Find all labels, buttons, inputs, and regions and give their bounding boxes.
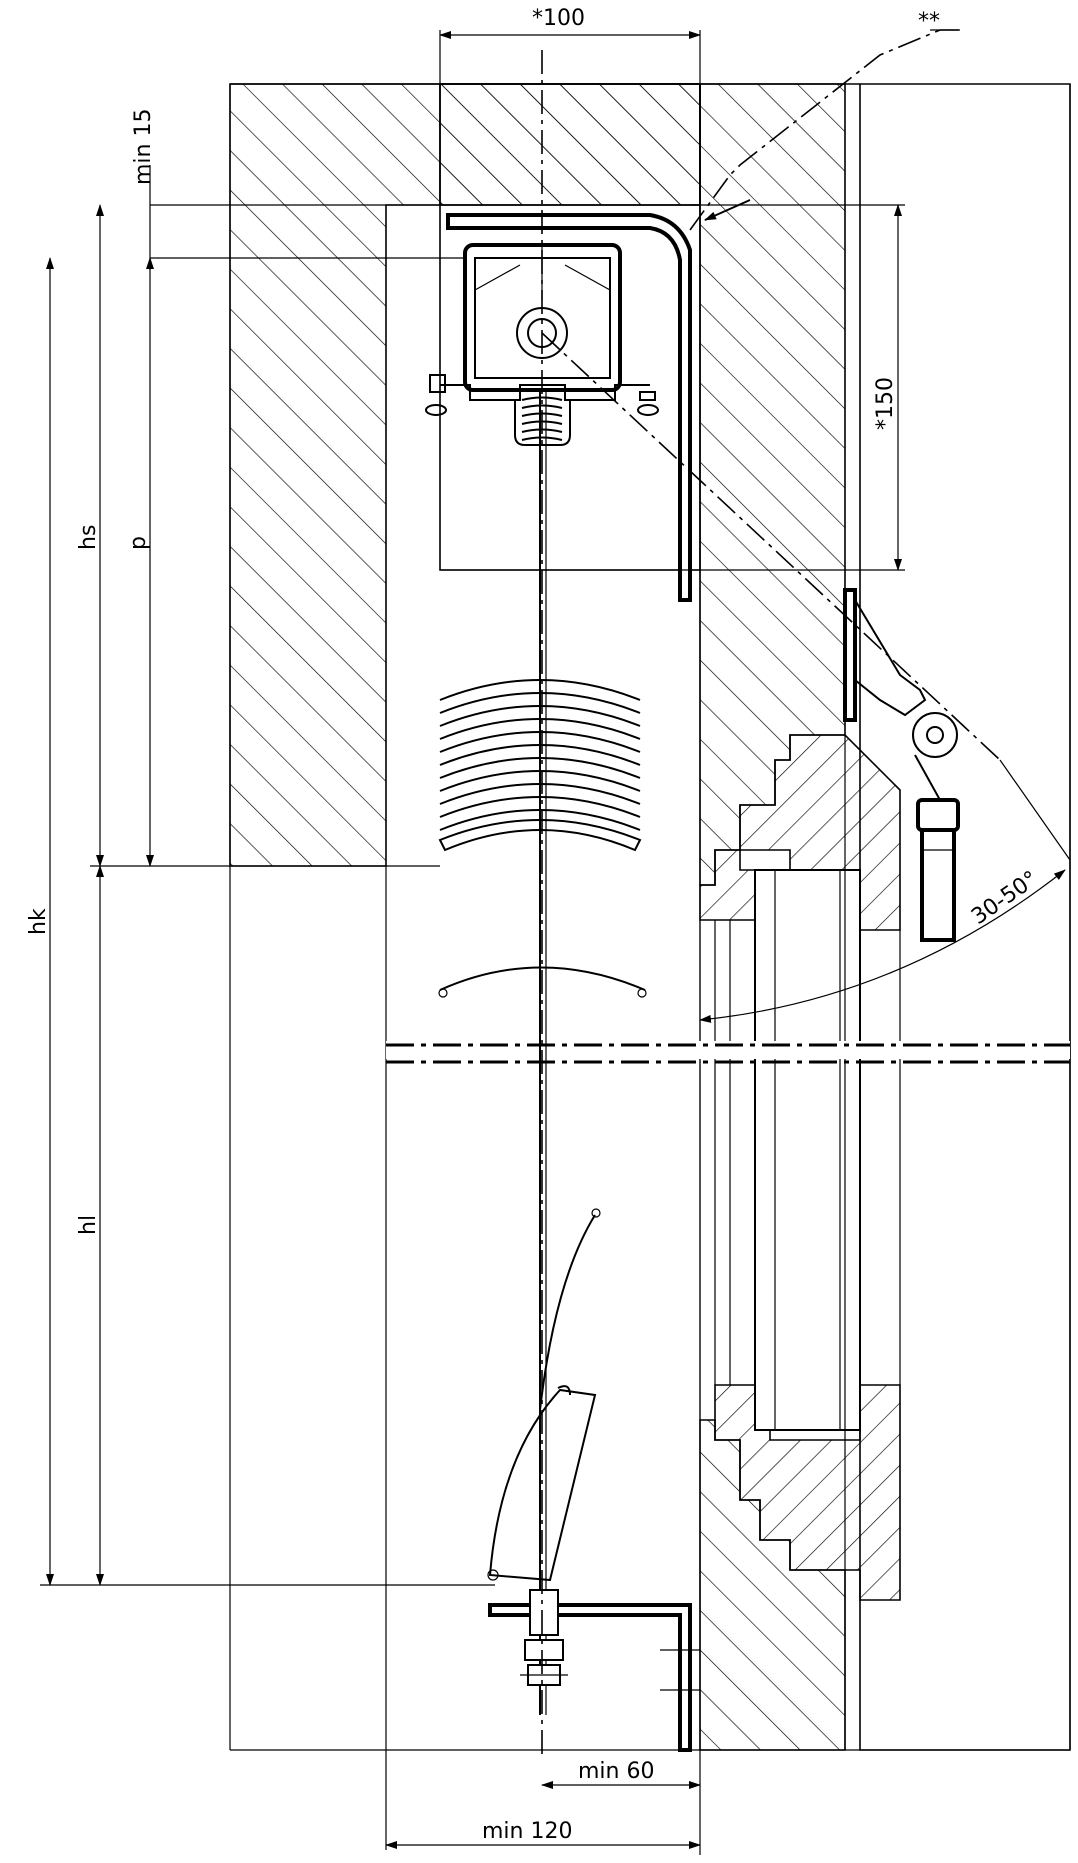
note-marker: ** bbox=[918, 9, 940, 34]
dim-box-height: *150 bbox=[873, 377, 898, 430]
dimension-lines bbox=[40, 29, 1071, 1855]
dim-top-clearance: min 15 bbox=[131, 109, 156, 185]
cover-profile bbox=[446, 213, 692, 602]
window-sash bbox=[699, 869, 901, 1431]
lintel-left-wall bbox=[229, 83, 1071, 1751]
window-frame-lower bbox=[699, 1384, 901, 1751]
dim-min-120: min 120 bbox=[482, 1819, 572, 1844]
tilted-slats bbox=[487, 1208, 601, 1582]
dim-min-60: min 60 bbox=[578, 1759, 654, 1784]
single-slat bbox=[438, 966, 647, 998]
dim-angle: 30-50° bbox=[967, 866, 1043, 929]
dim-hl: hl bbox=[76, 1215, 101, 1235]
bottom-bracket bbox=[488, 1589, 700, 1752]
break-line bbox=[386, 1041, 1070, 1064]
dim-top-width: *100 bbox=[532, 6, 585, 31]
dim-hk: hk bbox=[26, 908, 51, 935]
dim-hs: hs bbox=[76, 525, 101, 550]
ladder-cord bbox=[539, 390, 547, 1715]
dim-p: p bbox=[126, 536, 151, 550]
